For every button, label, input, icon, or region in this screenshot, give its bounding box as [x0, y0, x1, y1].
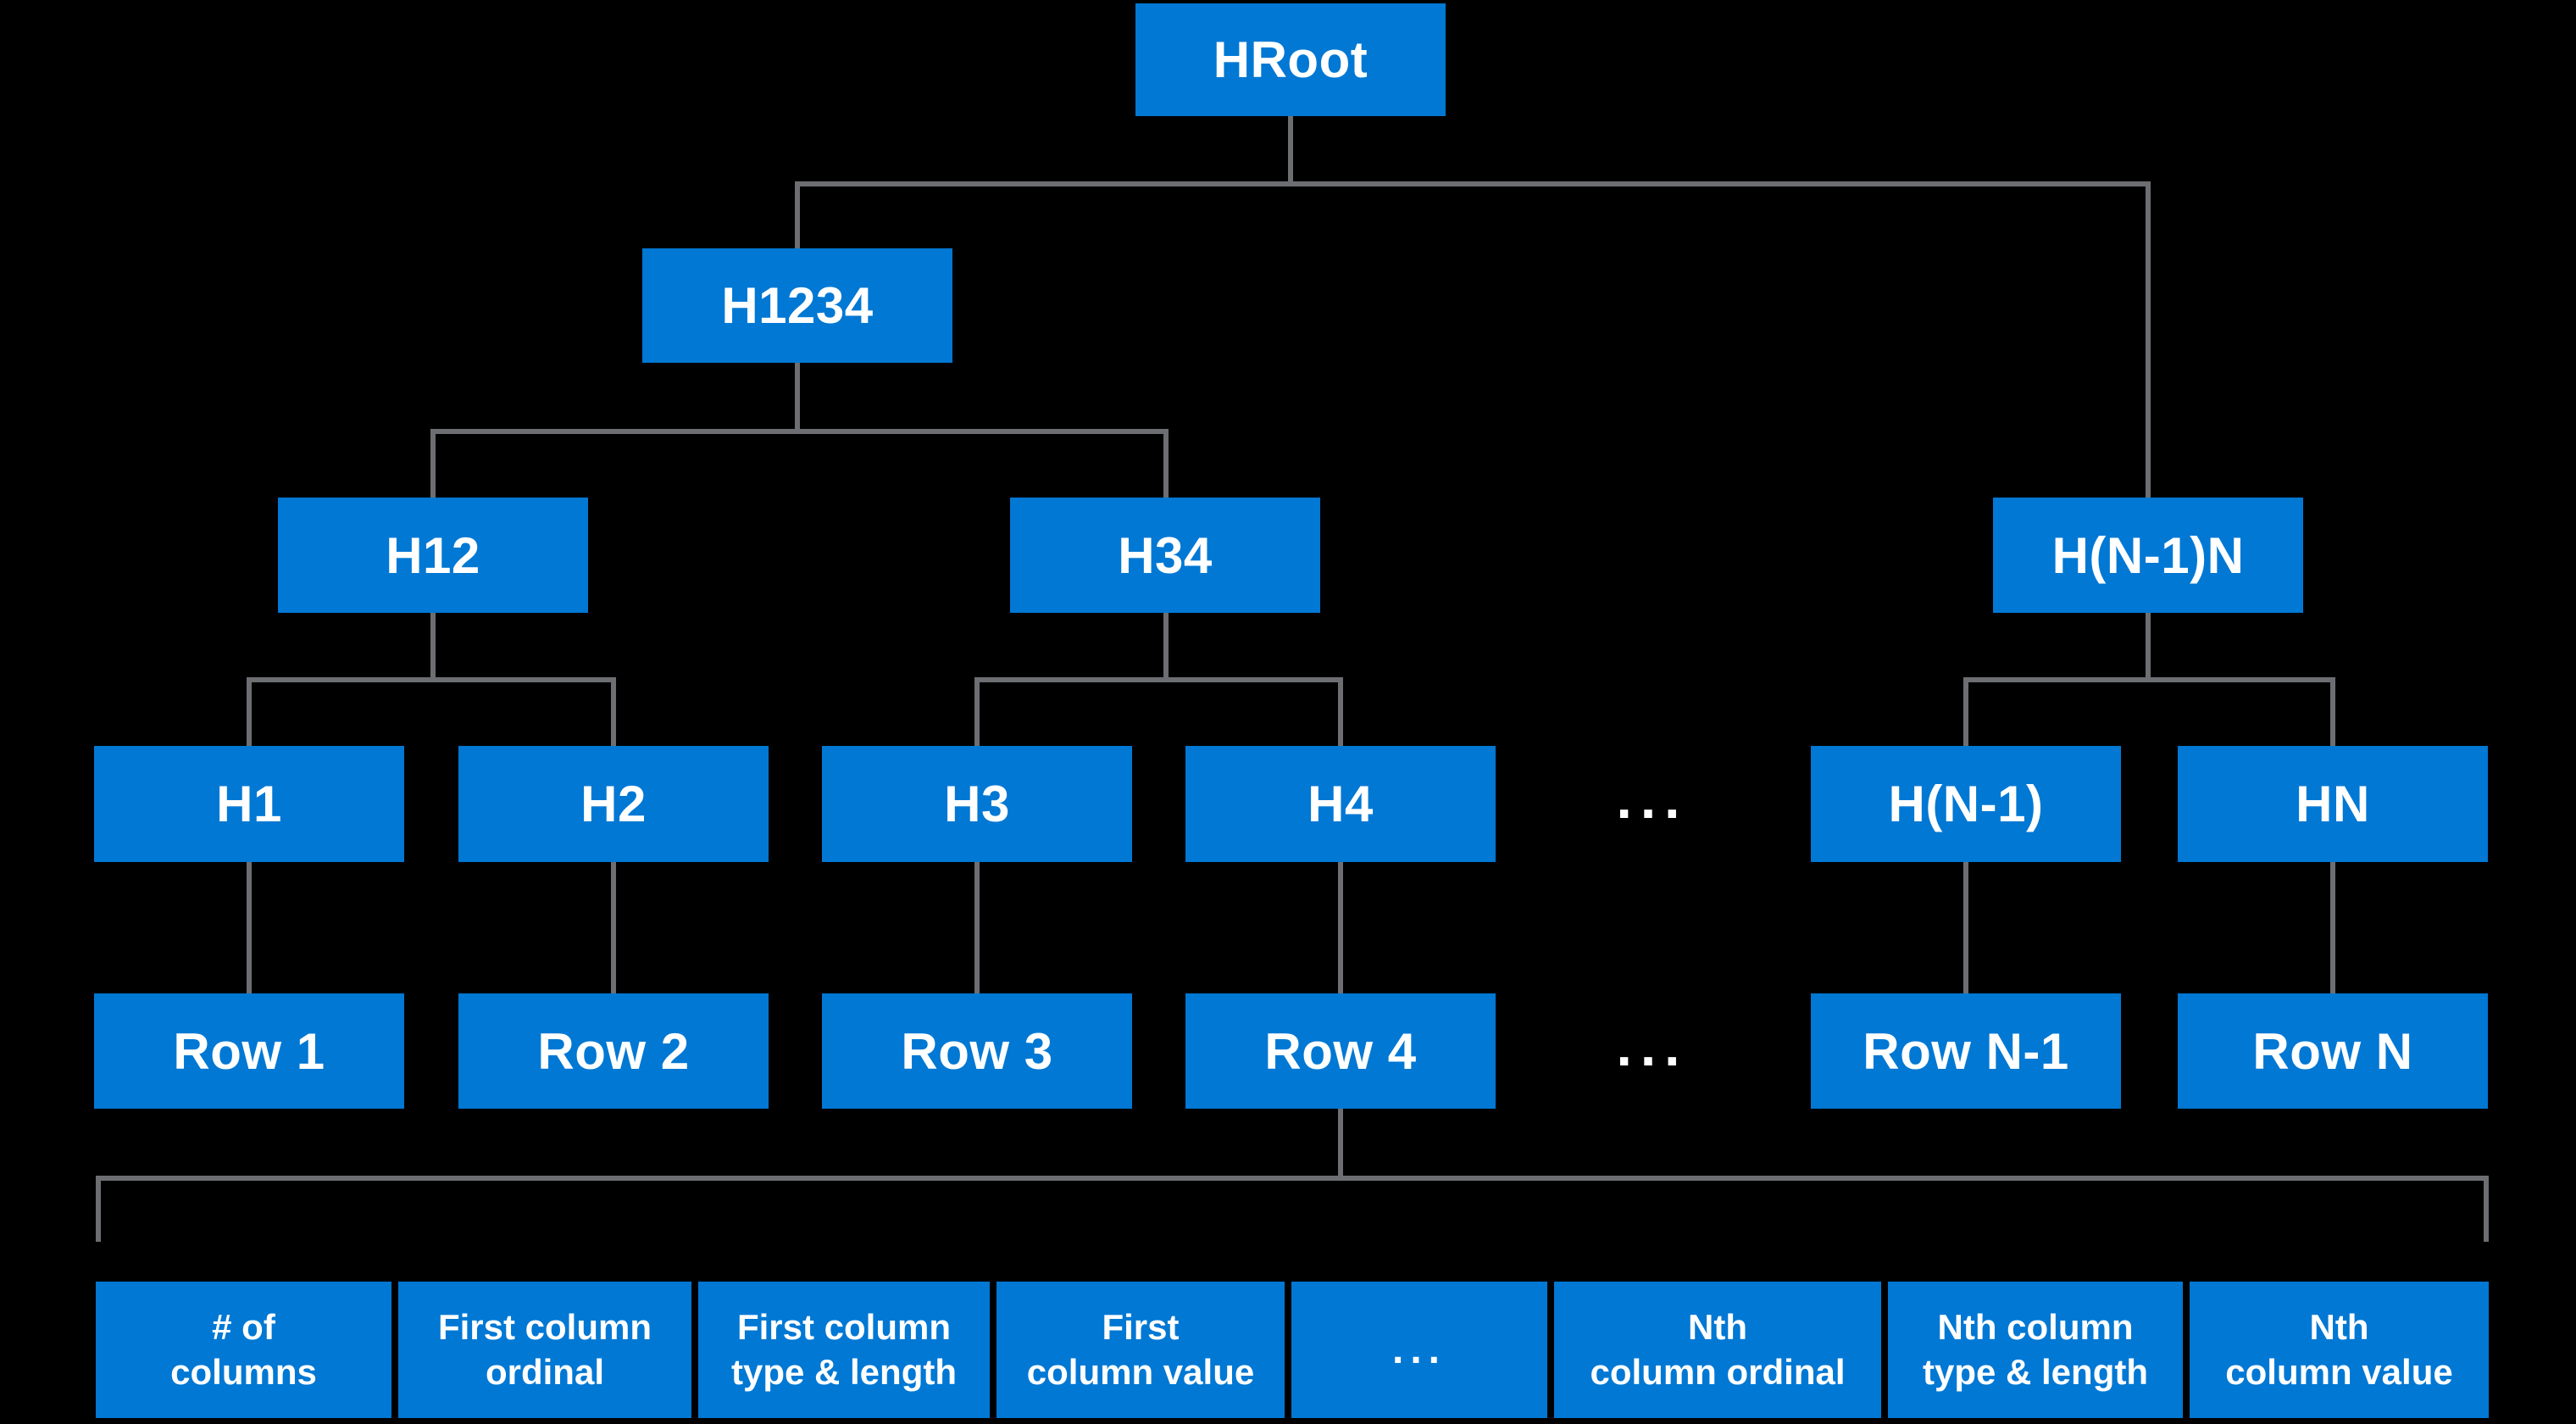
- tree-node-hn-1n: H(N-1)N: [1993, 498, 2303, 613]
- tree-node-rown-1: Row N-1: [1811, 993, 2121, 1109]
- tree-node-row1: Row 1: [94, 993, 404, 1109]
- connector-line-17: [1963, 677, 2335, 682]
- connector-line-18: [1963, 677, 1968, 746]
- connector-line-19: [2330, 677, 2335, 746]
- connector-line-22: [974, 862, 980, 993]
- connector-line-0: [1288, 116, 1293, 184]
- connector-line-25: [2330, 862, 2335, 993]
- record-cell-first-column-ordinal: First column ordinal: [398, 1282, 691, 1418]
- connector-line-21: [611, 862, 616, 993]
- connector-line-16: [2146, 613, 2151, 681]
- connector-line-23: [1338, 862, 1343, 993]
- record-cell-first-column-type-length: First column type & length: [698, 1282, 990, 1418]
- connector-line-12: [1163, 613, 1169, 681]
- tree-node-hn: HN: [2178, 746, 2488, 862]
- tree-node-row4: Row 4: [1185, 993, 1496, 1109]
- connector-line-10: [247, 677, 252, 746]
- record-cell-nth-column-value: Nth column value: [2190, 1282, 2489, 1418]
- record-cell-column-ellipsis: ...: [1291, 1282, 1547, 1418]
- connector-line-4: [795, 363, 800, 431]
- record-cell-nth-column-ordinal: Nth column ordinal: [1554, 1282, 1881, 1418]
- connector-line-29: [2484, 1176, 2489, 1242]
- connector-line-20: [247, 862, 252, 993]
- connector-line-9: [247, 677, 616, 682]
- tree-node-h1: H1: [94, 746, 404, 862]
- connector-line-26: [1338, 1109, 1343, 1178]
- tree-node-h3: H3: [822, 746, 1132, 862]
- connector-line-13: [974, 677, 1343, 682]
- tree-node-hn-1: H(N-1): [1811, 746, 2121, 862]
- tree-node-h12: H12: [278, 498, 588, 613]
- connector-line-28: [96, 1176, 101, 1242]
- connector-line-14: [974, 677, 980, 746]
- tree-node-row3: Row 3: [822, 993, 1132, 1109]
- connector-line-11: [611, 677, 616, 746]
- connector-line-24: [1963, 862, 1968, 993]
- connector-line-27: [96, 1176, 2489, 1181]
- connector-line-2: [795, 181, 800, 248]
- tree-node-row2: Row 2: [458, 993, 769, 1109]
- tree-node-h1234: H1234: [642, 248, 952, 363]
- tree-node-hroot: HRoot: [1135, 3, 1446, 116]
- record-cell-num-of-columns: # of columns: [96, 1282, 391, 1418]
- connector-line-6: [430, 429, 436, 498]
- tree-node-h2: H2: [458, 746, 769, 862]
- record-cell-first-column-value: First column value: [997, 1282, 1285, 1418]
- connector-line-8: [430, 613, 436, 681]
- record-cell-nth-column-type-length: Nth column type & length: [1888, 1282, 2183, 1418]
- header-level-ellipsis: ...: [1616, 767, 1689, 830]
- connector-line-15: [1338, 677, 1343, 746]
- tree-node-h34: H34: [1010, 498, 1320, 613]
- tree-node-rown: Row N: [2178, 993, 2488, 1109]
- connector-line-3: [2146, 181, 2151, 498]
- row-level-ellipsis: ...: [1616, 1015, 1689, 1077]
- connector-line-5: [430, 429, 1169, 434]
- connector-line-1: [795, 181, 2151, 186]
- connector-line-7: [1163, 429, 1169, 498]
- tree-node-h4: H4: [1185, 746, 1496, 862]
